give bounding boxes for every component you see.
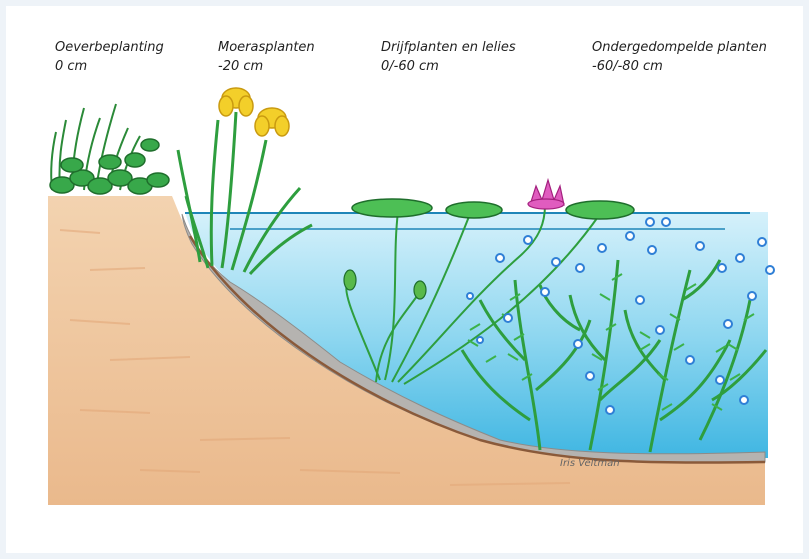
bank-shrub xyxy=(50,139,169,194)
iris-flower-icon xyxy=(219,88,253,116)
artist-signature: Iris Veltman xyxy=(560,458,620,469)
iris-flower-icon xyxy=(255,108,289,136)
water-lily-flower-icon xyxy=(528,180,564,209)
lily-pad-icon xyxy=(352,199,634,219)
